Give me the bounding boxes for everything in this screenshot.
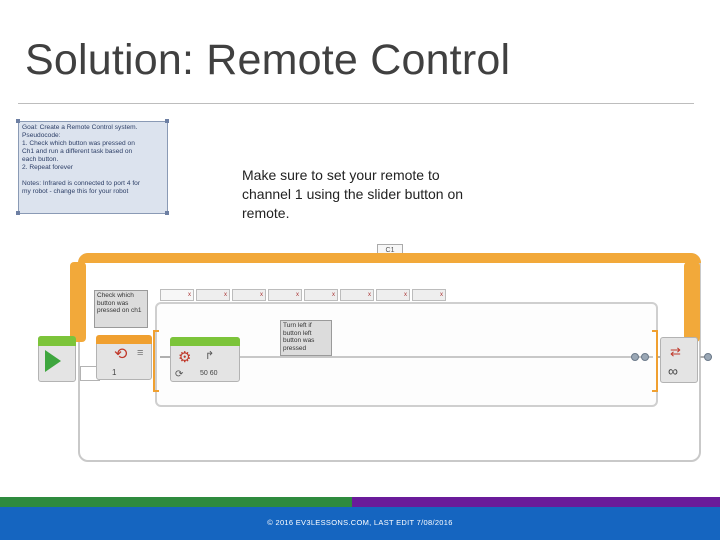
port-icon: ≡ — [137, 347, 144, 359]
wire-node — [704, 353, 712, 361]
comment-line: Ch1 and run a different task based on — [22, 148, 133, 155]
footer-bar — [0, 507, 720, 540]
loop-right-edge — [684, 262, 700, 342]
comment-line: Pseudocode: — [22, 132, 61, 139]
start-block-header — [38, 336, 76, 346]
resize-handle[interactable] — [165, 119, 169, 123]
ir-sensor-block-header — [96, 335, 152, 344]
motor-block-header — [170, 337, 240, 346]
play-flag-icon[interactable] — [45, 350, 61, 372]
footer-purple-stripe — [352, 497, 720, 507]
loop-arrows-icon: ⇄ — [670, 344, 681, 359]
switch-case-tab[interactable]: x — [268, 289, 302, 301]
loop-end-block[interactable] — [660, 337, 698, 383]
comment-line: Notes: Infrared is connected to port 4 f… — [22, 180, 141, 187]
switch-case-tab[interactable]: x — [376, 289, 410, 301]
switch-case-tab[interactable]: x — [304, 289, 338, 301]
turn-comment[interactable]: Turn left if button left button was pres… — [280, 320, 332, 356]
switch-case-tabs: x x x x x x x x — [160, 289, 460, 302]
switch-case-tab[interactable]: x — [160, 289, 194, 301]
switch-case-tab[interactable]: x — [196, 289, 230, 301]
motor-icon: ⚙ — [178, 349, 192, 366]
program-comment-box[interactable]: Goal: Create a Remote Control system. Ps… — [18, 121, 168, 214]
slide-title: Solution: Remote Control — [25, 36, 511, 84]
infinity-icon[interactable]: ∞ — [668, 363, 678, 379]
comment-line: my robot - change this for your robot — [22, 188, 129, 195]
sequence-wire — [240, 356, 653, 358]
footer-green-stripe — [0, 497, 352, 507]
check-comment[interactable]: Check which button was pressed on ch1 — [94, 290, 148, 328]
switch-right-bracket — [652, 330, 658, 392]
sequence-wire — [160, 356, 170, 358]
instruction-note: Make sure to set your remote to channel … — [242, 167, 464, 221]
mode-icon: ⟳ — [175, 369, 184, 380]
resize-handle[interactable] — [16, 119, 20, 123]
steering-icon: ↱ — [205, 350, 215, 362]
comment-line: 2. Repeat forever — [22, 164, 73, 171]
motor-values[interactable]: 50 60 — [200, 370, 218, 377]
comment-line — [22, 172, 164, 180]
loop-left-edge — [70, 262, 86, 342]
ir-sensor-block[interactable] — [96, 340, 152, 380]
comment-line: each button. — [22, 156, 59, 163]
switch-left-bracket — [153, 330, 159, 392]
channel-value[interactable]: 1 — [112, 368, 117, 377]
ir-sensor-icon: ⟲ — [114, 346, 128, 363]
switch-case-tab[interactable]: x — [412, 289, 446, 301]
comment-line: Goal: Create a Remote Control system. — [22, 124, 138, 131]
wire-node — [631, 353, 639, 361]
title-divider — [18, 103, 694, 104]
resize-handle[interactable] — [16, 211, 20, 215]
comment-line: 1. Check which button was pressed on — [22, 140, 135, 147]
footer-copyright: © 2016 EV3LESSONS.COM, LAST EDIT 7/08/20… — [267, 518, 453, 527]
loop-top-bar — [78, 253, 701, 263]
switch-case-tab[interactable]: x — [340, 289, 374, 301]
resize-handle[interactable] — [165, 211, 169, 215]
switch-case-tab[interactable]: x — [232, 289, 266, 301]
wire-node — [641, 353, 649, 361]
